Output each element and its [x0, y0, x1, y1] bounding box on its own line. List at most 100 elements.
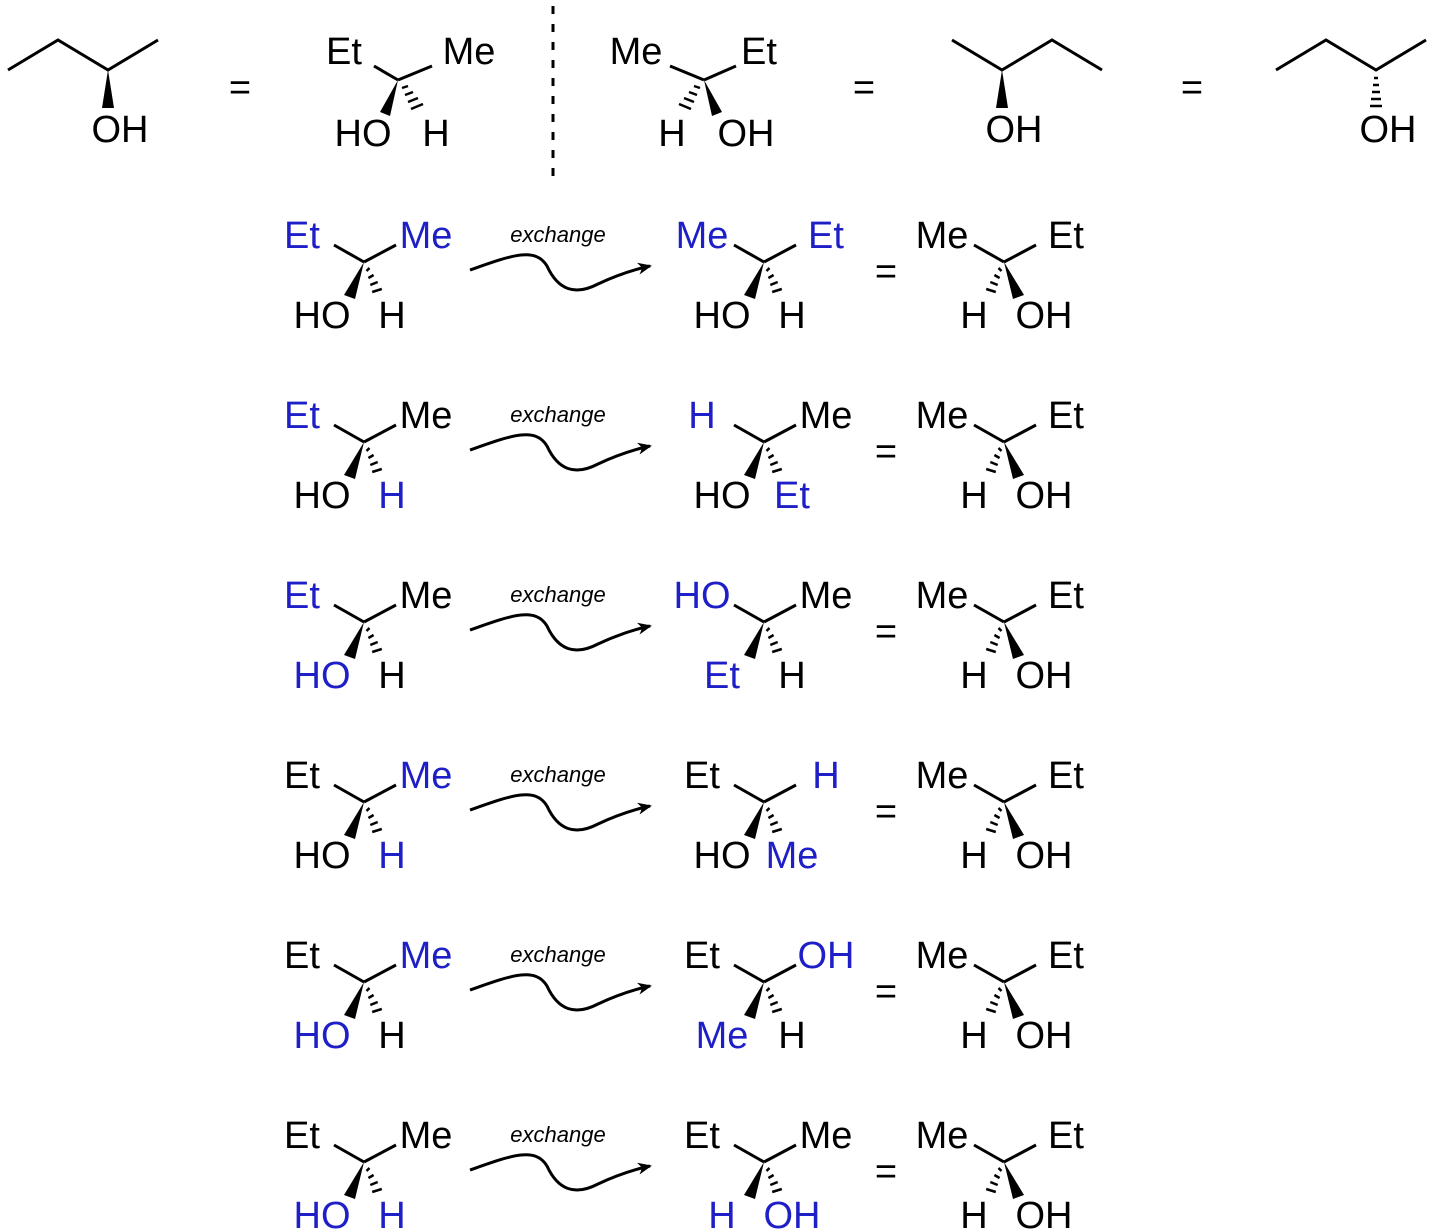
oh-label-2: OH: [986, 109, 1043, 151]
skeletal-structure-wedge-left: OH: [7, 38, 159, 151]
reference-projection: Me EtH OH: [916, 755, 1085, 877]
top-right-substituent: Et: [808, 215, 844, 257]
top-right-substituent: Me: [400, 935, 453, 977]
exchange-label: exchange: [510, 582, 605, 607]
top-right-substituent: Me: [400, 1115, 453, 1157]
projection-top-right: Me Et H OH: [610, 31, 778, 155]
top-right-substituent: Me: [400, 215, 453, 257]
equals-sign: =: [875, 971, 897, 1013]
top-left-substituent: H: [688, 395, 715, 437]
bottom-left-substituent: HO: [294, 835, 351, 877]
top-right-substituent: Et: [1048, 395, 1084, 437]
bottom-right-substituent: OH: [1016, 655, 1073, 697]
bottom-right-substituent: H: [378, 295, 405, 337]
top-left-substituent: Me: [916, 1115, 969, 1157]
equals-sign: =: [875, 791, 897, 833]
bottom-right-substituent: Me: [766, 835, 819, 877]
bottom-right-substituent: OH: [1016, 1195, 1073, 1231]
bottom-right-substituent: H: [378, 655, 405, 697]
bottom-left-substituent: HO: [694, 835, 751, 877]
squiggly-arrow: [469, 793, 652, 832]
top-right-substituent: Me: [400, 575, 453, 617]
equals-sign-3: =: [1181, 67, 1203, 109]
bottom-right-substituent: Et: [774, 475, 810, 517]
top-left-substituent: Et: [684, 755, 720, 797]
exchange-label: exchange: [510, 222, 605, 247]
bottom-right-substituent: H: [778, 1015, 805, 1057]
top-left-substituent: Et: [684, 935, 720, 977]
skeletal-structure-hash: OH: [1275, 38, 1427, 151]
top-left-substituent: Me: [916, 575, 969, 617]
bottom-left-substituent: HO: [294, 655, 351, 697]
top-right-substituent: Me: [400, 395, 453, 437]
exchange-label: exchange: [510, 762, 605, 787]
top-left-substituent: Me: [916, 395, 969, 437]
bottom-right-substituent: OH: [718, 113, 775, 155]
top-left-substituent: Me: [916, 935, 969, 977]
bottom-left-substituent: H: [960, 475, 987, 517]
top-left-substituent: Me: [916, 755, 969, 797]
bottom-left-substituent: HO: [335, 113, 392, 155]
squiggly-arrow: [469, 973, 652, 1012]
bottom-left-substituent: H: [960, 1195, 987, 1231]
bottom-right-substituent: OH: [1016, 1015, 1073, 1057]
bottom-left-substituent: H: [708, 1195, 735, 1231]
top-right-substituent: Et: [1048, 1115, 1084, 1157]
bottom-left-substituent: H: [960, 655, 987, 697]
equals-sign: =: [875, 611, 897, 653]
oh-label-1: OH: [92, 109, 149, 151]
top-left-substituent: HO: [674, 575, 731, 617]
top-left-substituent: Me: [916, 215, 969, 257]
bottom-left-substituent: H: [658, 113, 685, 155]
top-left-substituent: Et: [284, 395, 320, 437]
reference-projection: Me EtH OH: [916, 395, 1085, 517]
bottom-left-substituent: HO: [694, 295, 751, 337]
bottom-left-substituent: HO: [694, 475, 751, 517]
bottom-right-substituent: H: [778, 295, 805, 337]
top-right-substituent: Me: [800, 395, 853, 437]
equals-sign: =: [875, 431, 897, 473]
squiggly-arrow: [469, 1153, 652, 1192]
top-right-substituent: Et: [1048, 215, 1084, 257]
bottom-left-substituent: HO: [294, 1015, 351, 1057]
equals-sign: =: [875, 251, 897, 293]
bottom-right-substituent: OH: [1016, 835, 1073, 877]
top-left-substituent: Et: [326, 31, 362, 73]
bottom-right-substituent: OH: [764, 1195, 821, 1231]
bottom-left-substituent: Et: [704, 655, 740, 697]
top-left-substituent: Et: [284, 755, 320, 797]
top-right-substituent: Et: [1048, 755, 1084, 797]
bottom-right-substituent: H: [778, 655, 805, 697]
top-left-substituent: Me: [676, 215, 729, 257]
bottom-left-substituent: HO: [294, 1195, 351, 1231]
bottom-right-substituent: OH: [1016, 295, 1073, 337]
skeletal-structure-wedge-right: OH: [951, 38, 1103, 151]
bottom-left-substituent: H: [960, 1015, 987, 1057]
top-right-substituent: OH: [798, 935, 855, 977]
squiggly-arrow: [469, 253, 652, 292]
reference-projection: Me EtH OH: [916, 1115, 1085, 1231]
bottom-left-substituent: H: [960, 835, 987, 877]
bottom-right-substituent: OH: [1016, 475, 1073, 517]
projection-top-left: Et Me HO H: [326, 31, 495, 155]
exchange-label: exchange: [510, 1122, 605, 1147]
top-right-substituent: Me: [800, 1115, 853, 1157]
exchange-label: exchange: [510, 402, 605, 427]
